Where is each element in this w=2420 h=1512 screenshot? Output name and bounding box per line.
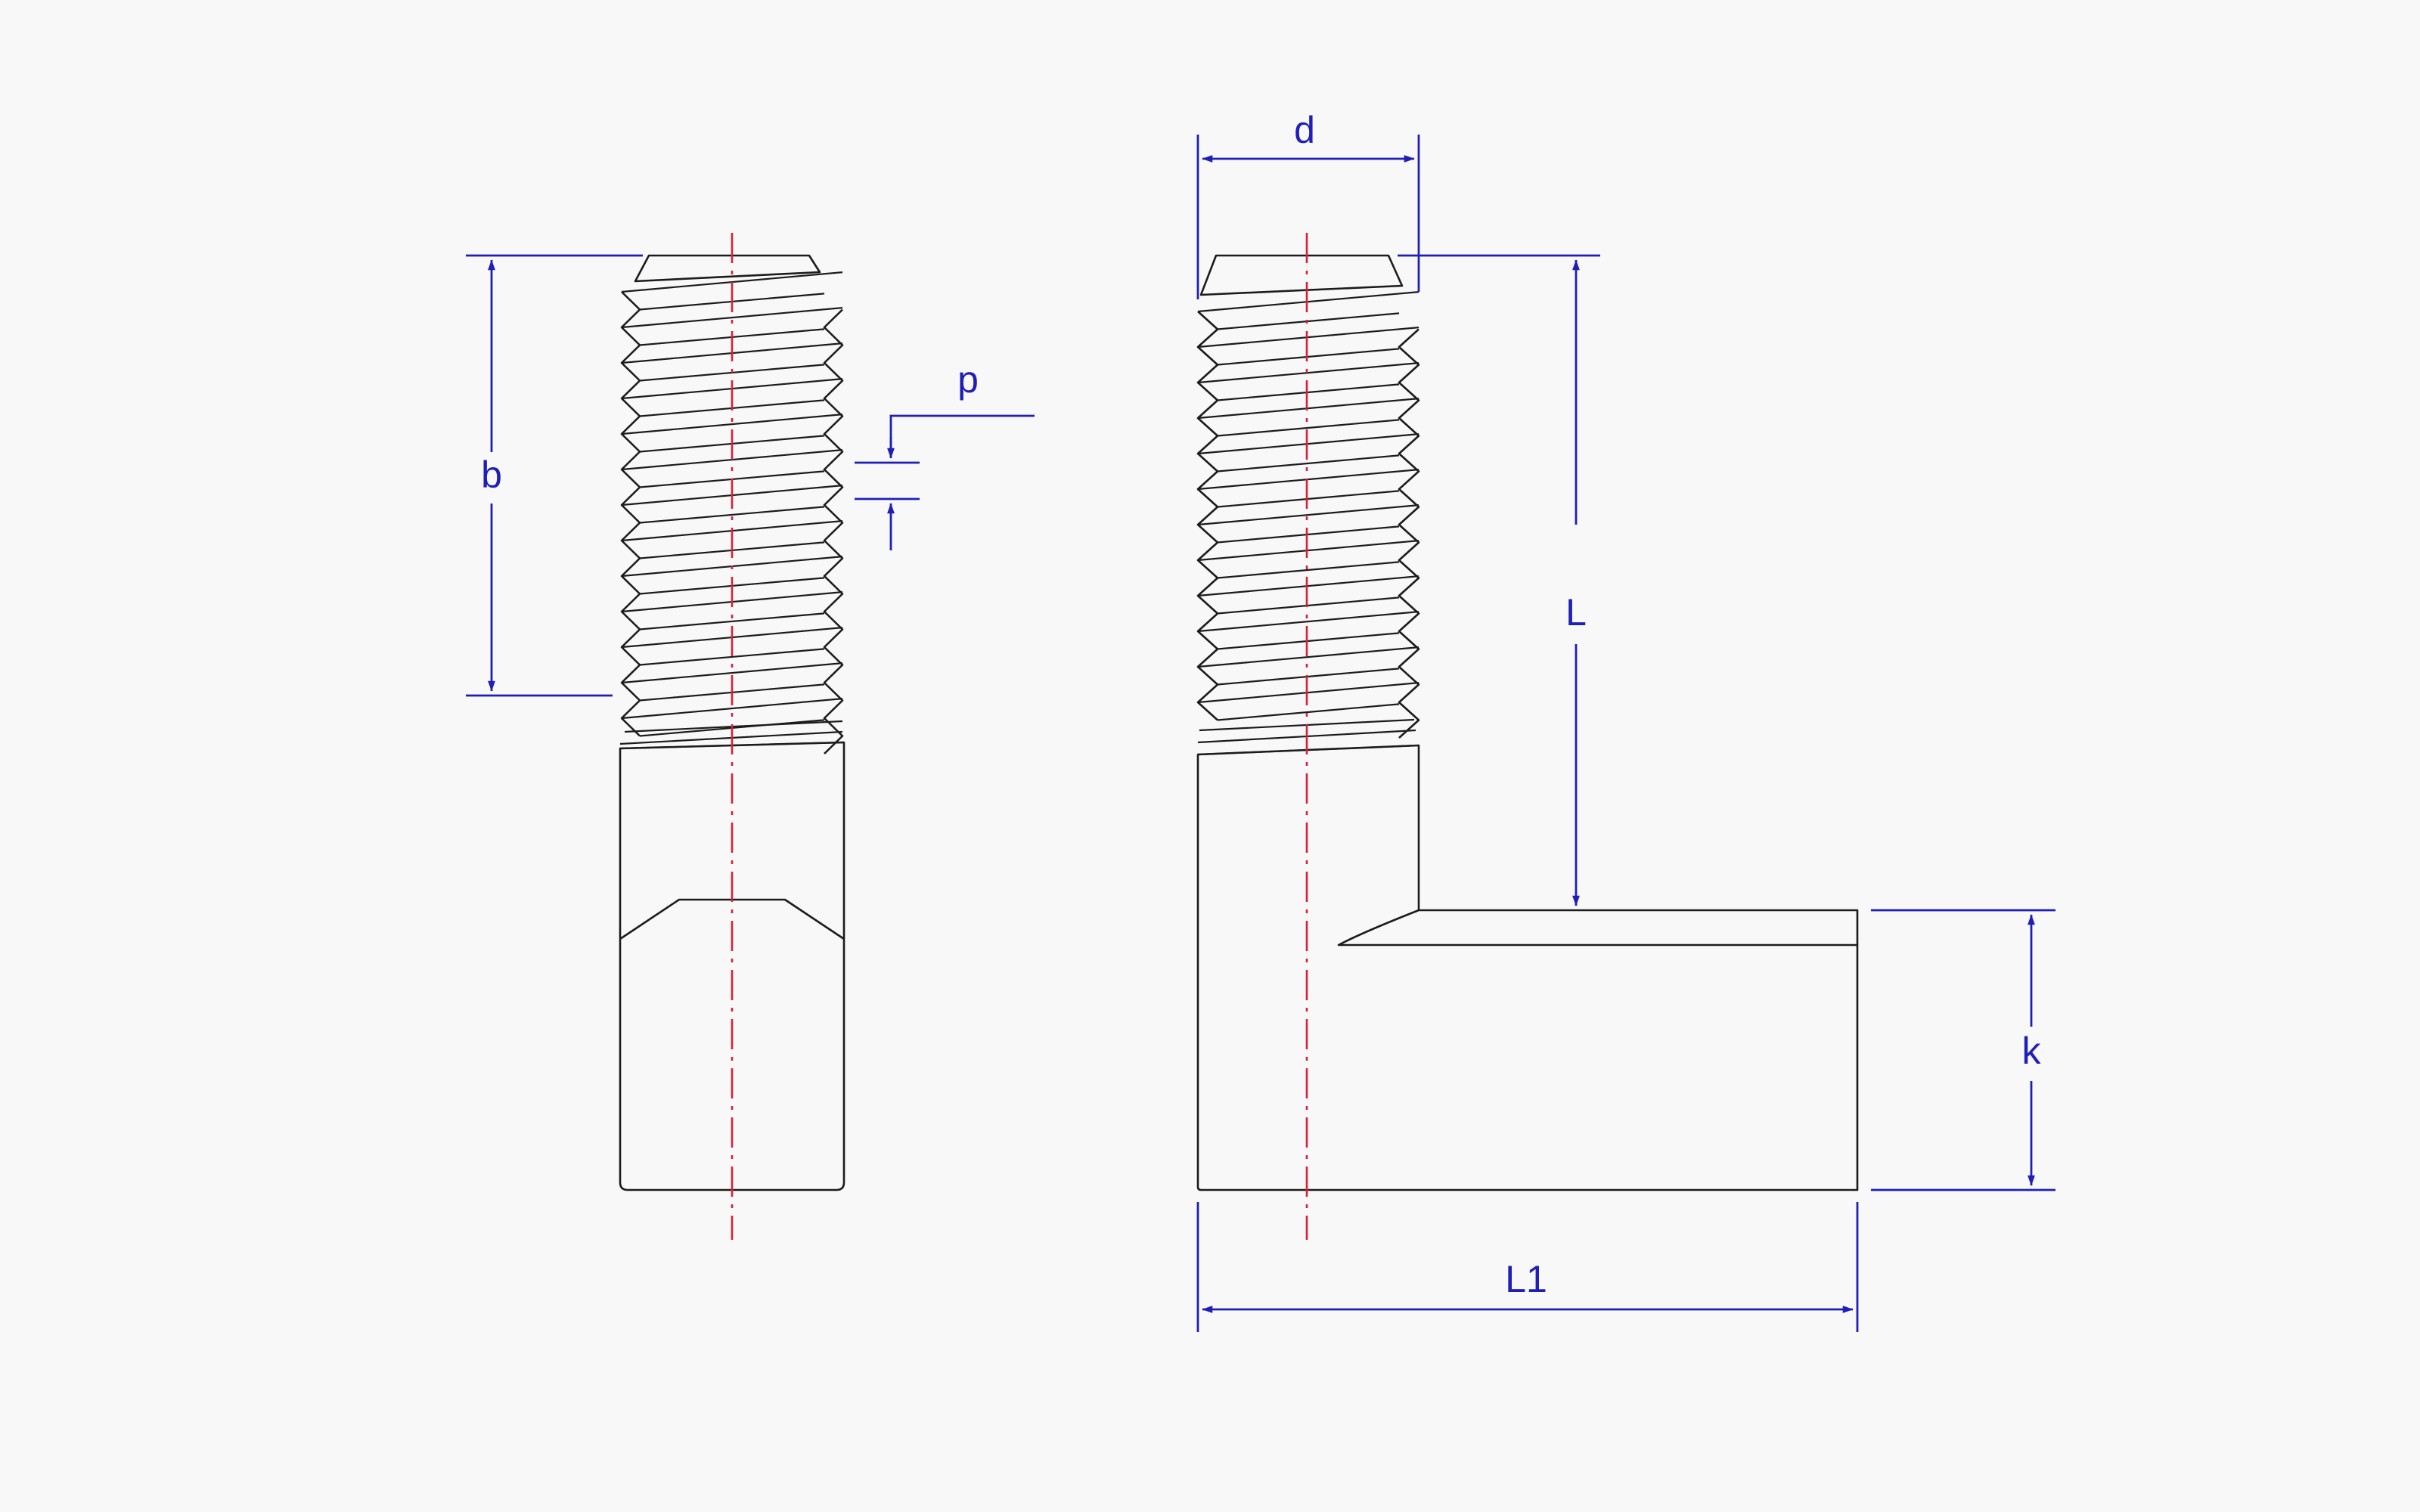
thread-crest-line [1197,398,1419,420]
thread-crest-line [621,662,843,684]
thread-root-line [1217,596,1400,615]
thread-crest-line [1197,504,1419,526]
stud-shank [619,741,845,1191]
thread-root-line [1217,348,1400,366]
front-view-l-bolt [1196,254,1859,1191]
thread-root-line [1217,454,1400,472]
dim-label-L: L [1565,591,1587,634]
dim-label-k: k [2022,1030,2042,1072]
dimension-L1: L1 [1196,1202,1859,1332]
thread-crest-line [1197,646,1419,668]
dimension-b: b [466,254,643,697]
dimension-d: d [1196,109,1420,299]
bolt-foot-chamfer [1337,909,1857,947]
thread-crest-line [1197,469,1419,491]
thread-root-line [639,612,825,631]
dim-label-d: d [1294,109,1315,151]
thread-crest-line [621,698,843,720]
thread-flank-right [823,308,844,754]
thread-root-line [1217,419,1400,437]
stud-top-chamfer [634,254,821,283]
bolt-body [1196,744,1859,1191]
thread-crest-line [1197,575,1419,597]
bolt-top-chamfer [1199,254,1404,296]
thread-crest-line [1197,540,1419,562]
thread-flank-left [1196,311,1219,721]
thread-crest-line [1197,362,1419,384]
thread-flank-right [1398,328,1420,739]
thread-crest-line [621,414,843,435]
thread-profile-right [1196,291,1420,739]
thread-root-line [1217,383,1400,401]
thread-root-line [1217,632,1400,650]
thread-root-line [1217,525,1400,544]
thread-root-line [1217,561,1400,579]
thread-crest-line [1197,291,1419,313]
thread-flank-left [620,291,641,737]
dimension-k: k [1871,909,2055,1191]
thread-root-line [639,506,825,524]
thread-crest-line [1197,327,1419,349]
thread-root-line [639,648,825,666]
thread-crest-line [1197,611,1419,633]
dim-label-p: p [957,358,979,401]
thread-crest-line [1197,433,1419,455]
thread-root-line [1217,312,1400,330]
dimension-L: L [1398,254,1600,906]
dimension-p: p [855,358,1035,550]
dim-label-L1: L1 [1505,1258,1547,1300]
dim-label-b: b [481,454,502,496]
thread-crest-line [621,307,843,329]
thread-root-line [1217,668,1400,686]
thread-root-line [1217,490,1400,508]
thread-crest-line [1197,682,1419,704]
thread-root-line [1217,703,1400,721]
thread-crest-line [621,449,843,471]
